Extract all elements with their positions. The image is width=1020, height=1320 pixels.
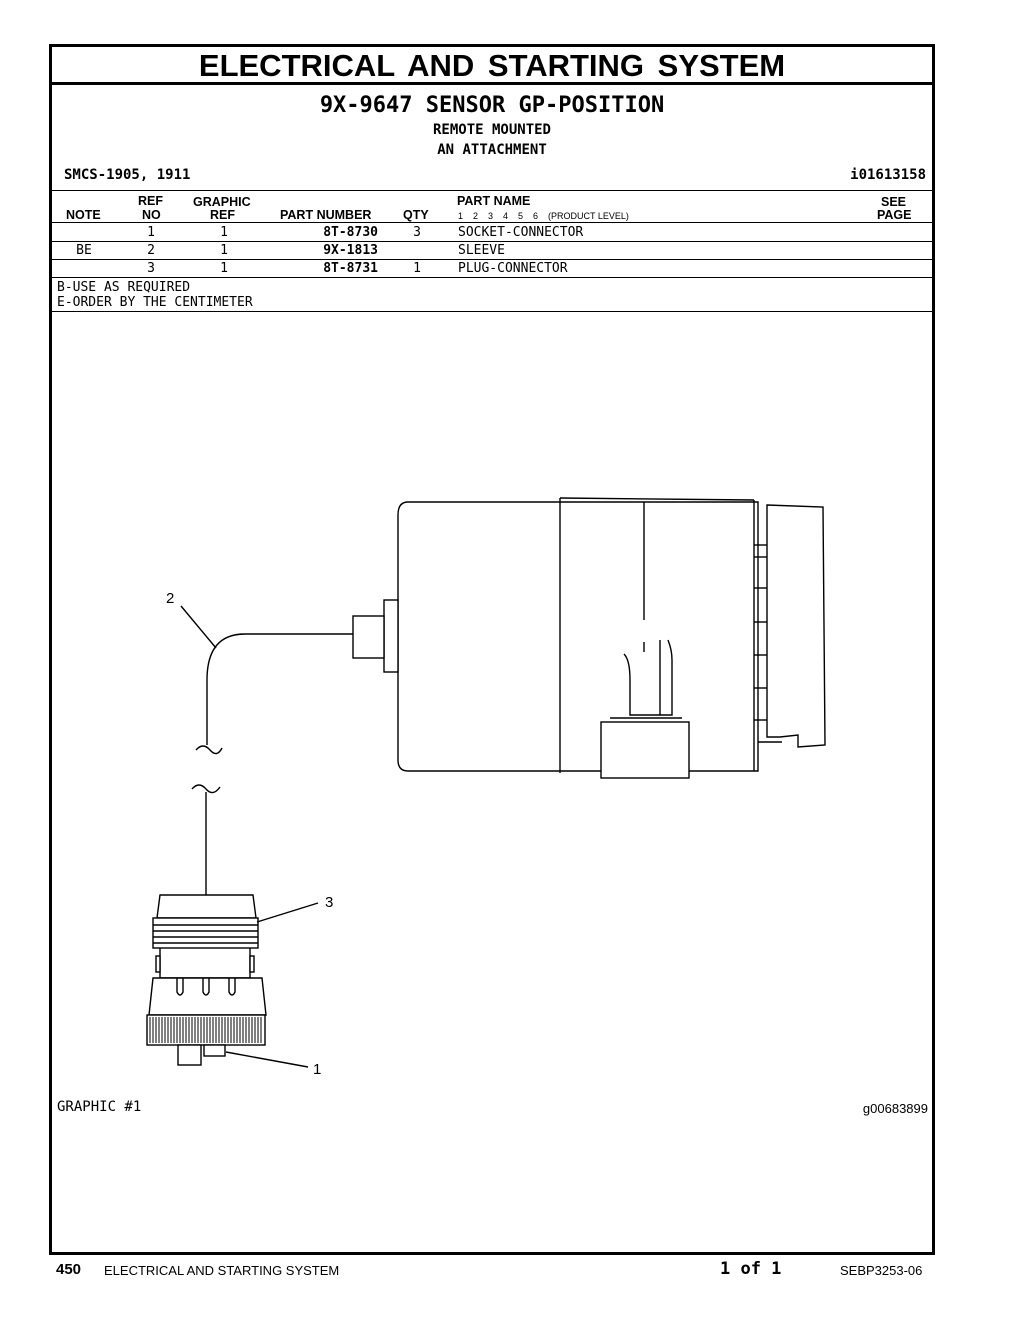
header-rule xyxy=(52,222,932,223)
subtitle-attachment: AN ATTACHMENT xyxy=(437,142,547,158)
row-rule xyxy=(52,277,932,278)
illustration-id: i01613158 xyxy=(850,167,926,183)
page-frame: ELECTRICAL AND STARTING SYSTEM 9X-9647 S… xyxy=(49,44,935,1255)
header-qty: QTY xyxy=(403,208,429,222)
note-e: E-ORDER BY THE CENTIMETER xyxy=(57,295,253,310)
row-qty: 3 xyxy=(413,225,421,240)
footer-doc-id: SEBP3253-06 xyxy=(840,1263,923,1278)
smcs-code: SMCS-1905, 1911 xyxy=(64,167,191,183)
footer-page-of: 1 of 1 xyxy=(720,1259,782,1279)
graphic-label: GRAPHIC #1 xyxy=(57,1099,142,1115)
row-qty: 1 xyxy=(413,261,421,276)
row-part-name: PLUG-CONNECTOR xyxy=(458,261,568,276)
row-graphic-ref: 1 xyxy=(220,243,228,258)
header-ref-no-top: REF xyxy=(138,194,163,208)
header-product-levels: 1 2 3 4 5 6 (PRODUCT LEVEL) xyxy=(458,211,629,221)
row-part-number: 8T-8730 xyxy=(323,225,378,240)
row-note: BE xyxy=(76,243,92,258)
group-title: 9X-9647 SENSOR GP-POSITION xyxy=(319,93,665,118)
row-graphic-ref: 1 xyxy=(220,225,228,240)
row-part-name: SOCKET-CONNECTOR xyxy=(458,225,584,240)
row-graphic-ref: 1 xyxy=(220,261,228,276)
notes-rule xyxy=(52,311,932,312)
header-graphic-ref-bottom: REF xyxy=(210,208,235,222)
footer-section: ELECTRICAL AND STARTING SYSTEM xyxy=(104,1263,340,1278)
row-part-number: 9X-1813 xyxy=(323,243,378,258)
footer-page-number: 450 xyxy=(56,1261,82,1278)
row-rule xyxy=(52,241,932,242)
row-ref-no: 3 xyxy=(147,261,155,276)
header-see-page-bottom: PAGE xyxy=(877,208,912,222)
header-note: NOTE xyxy=(66,208,101,222)
header-ref-no-bottom: NO xyxy=(142,208,161,222)
header-part-name: PART NAME xyxy=(457,194,531,208)
note-b: B-USE AS REQUIRED xyxy=(57,280,191,295)
graphic-id: g00683899 xyxy=(862,1101,928,1116)
header-part-number: PART NUMBER xyxy=(280,208,372,222)
row-ref-no: 2 xyxy=(147,243,155,258)
row-rule xyxy=(52,259,932,260)
header-see-page-top: SEE xyxy=(881,195,907,209)
row-part-number: 8T-8731 xyxy=(323,261,378,276)
row-ref-no: 1 xyxy=(147,225,155,240)
row-part-name: SLEEVE xyxy=(458,243,505,258)
system-title: ELECTRICAL AND STARTING SYSTEM xyxy=(52,47,932,85)
header-graphic-ref-top: GRAPHIC xyxy=(193,195,251,209)
table-top-rule xyxy=(52,190,932,191)
subtitle-remote-mounted: REMOTE MOUNTED xyxy=(432,122,551,138)
